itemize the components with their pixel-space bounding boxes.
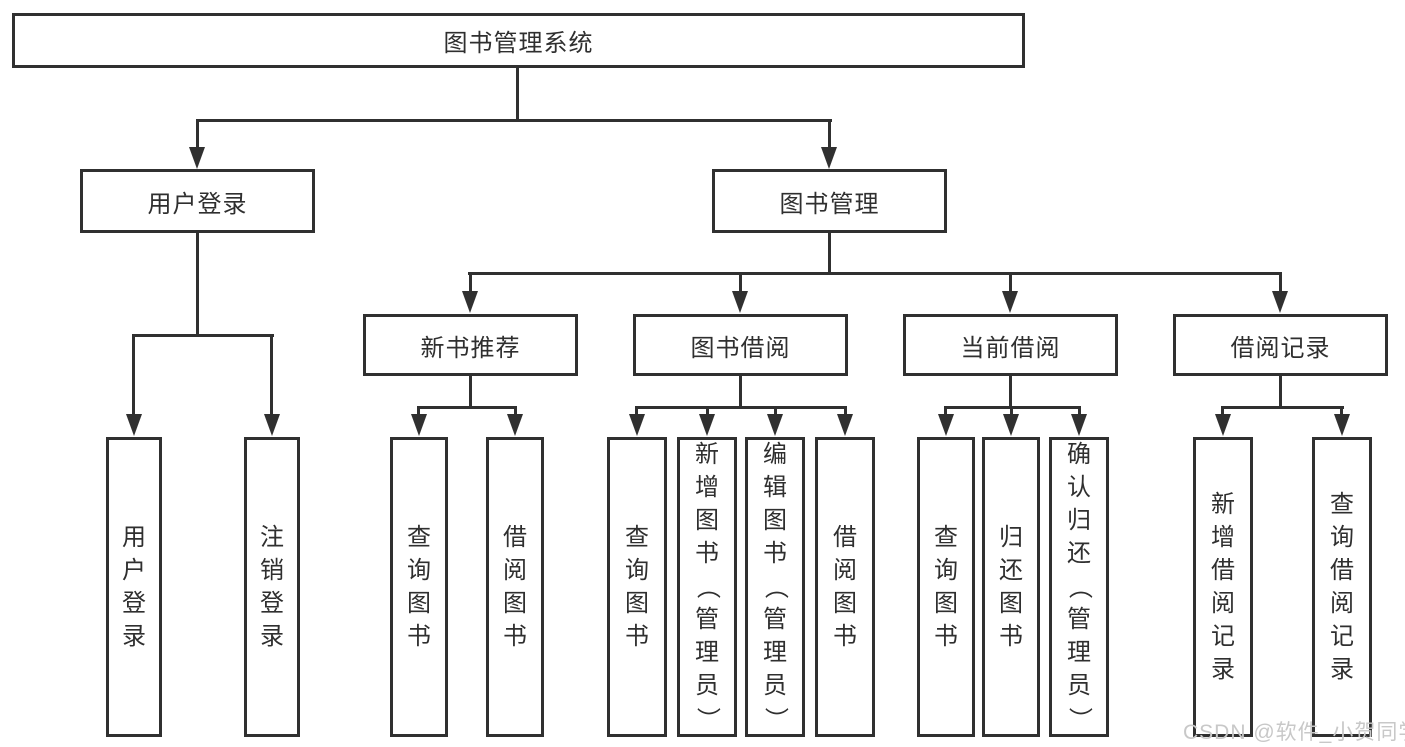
connector-line: [828, 233, 831, 275]
connector-line: [739, 376, 742, 409]
connector-line: [270, 334, 273, 416]
node-add-books-admin: 新增图书（管理员）: [677, 437, 737, 737]
connector-line: [196, 119, 832, 122]
connector-line: [1010, 406, 1013, 418]
node-borrow-books-1: 借阅图书: [486, 437, 544, 737]
connector-line: [469, 376, 472, 409]
arrow-down-icon: [264, 414, 280, 436]
arrow-down-icon: [411, 414, 427, 436]
node-book-borrow: 图书借阅: [633, 314, 848, 376]
arrow-down-icon: [126, 414, 142, 436]
connector-line: [944, 406, 947, 418]
connector-line: [417, 406, 420, 418]
connector-line: [469, 272, 472, 294]
connector-line: [132, 334, 135, 416]
connector-line: [635, 406, 638, 418]
arrow-down-icon: [821, 147, 837, 169]
connector-line: [468, 272, 1282, 275]
arrow-down-icon: [938, 414, 954, 436]
connector-line: [1279, 376, 1282, 409]
node-query-books-1: 查询图书: [390, 437, 448, 737]
node-return-books: 归还图书: [982, 437, 1040, 737]
connector-line: [1279, 272, 1282, 294]
node-add-borrow-record: 新增借阅记录: [1193, 437, 1253, 737]
node-edit-books-admin: 编辑图书（管理员）: [745, 437, 805, 737]
node-user-login: 用户登录: [80, 169, 315, 233]
node-borrow-books-2: 借阅图书: [815, 437, 875, 737]
connector-line: [514, 406, 517, 418]
node-book-management: 图书管理: [712, 169, 947, 233]
arrow-down-icon: [1215, 414, 1231, 436]
connector-line: [417, 406, 517, 409]
node-leaf-logout: 注销登录: [244, 437, 300, 737]
connector-line: [1340, 406, 1343, 418]
arrow-down-icon: [699, 414, 715, 436]
arrow-down-icon: [1002, 291, 1018, 313]
connector-line: [635, 406, 847, 409]
node-new-book-recommend: 新书推荐: [363, 314, 578, 376]
node-query-books-2: 查询图书: [607, 437, 667, 737]
watermark: CSDN @软件_小贺同学: [1183, 721, 1405, 744]
connector-line: [516, 68, 519, 121]
node-current-borrow: 当前借阅: [903, 314, 1118, 376]
connector-line: [132, 334, 274, 337]
arrow-down-icon: [462, 291, 478, 313]
connector-line: [1078, 406, 1081, 418]
arrow-down-icon: [1003, 414, 1019, 436]
connector-line: [706, 406, 709, 418]
connector-line: [774, 406, 777, 418]
arrow-down-icon: [837, 414, 853, 436]
connector-line: [1221, 406, 1344, 409]
node-query-borrow-record: 查询借阅记录: [1312, 437, 1372, 737]
arrow-down-icon: [732, 291, 748, 313]
arrow-down-icon: [767, 414, 783, 436]
connector-line: [1009, 272, 1012, 294]
connector-line: [844, 406, 847, 418]
arrow-down-icon: [1334, 414, 1350, 436]
arrow-down-icon: [1272, 291, 1288, 313]
node-leaf-user-login: 用户登录: [106, 437, 162, 737]
connector-line: [1009, 376, 1012, 409]
connector-line: [828, 119, 831, 150]
arrow-down-icon: [629, 414, 645, 436]
arrow-down-icon: [507, 414, 523, 436]
connector-line: [739, 272, 742, 294]
connector-line: [1221, 406, 1224, 418]
connector-line: [196, 119, 199, 150]
node-borrow-records: 借阅记录: [1173, 314, 1388, 376]
connector-line: [196, 233, 199, 337]
node-query-books-3: 查询图书: [917, 437, 975, 737]
node-library-management-system: 图书管理系统: [12, 13, 1025, 68]
node-confirm-return-admin: 确认归还（管理员）: [1049, 437, 1109, 737]
arrow-down-icon: [1071, 414, 1087, 436]
arrow-down-icon: [189, 147, 205, 169]
